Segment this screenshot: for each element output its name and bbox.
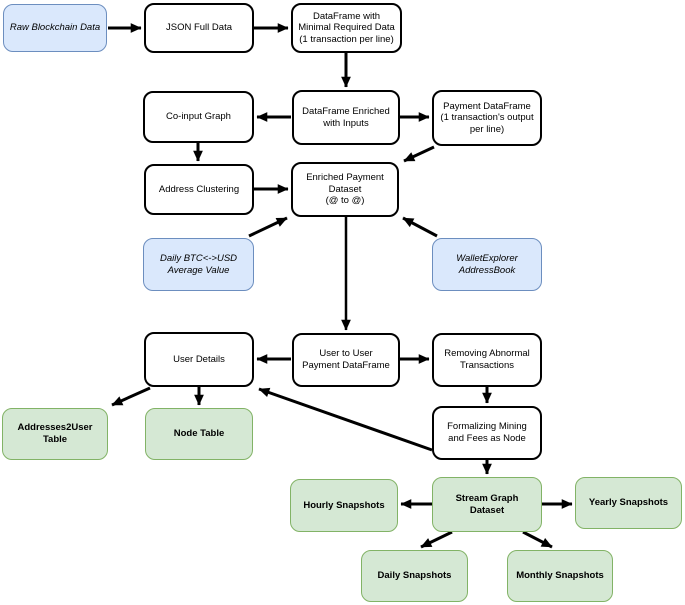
node-daily-snapshots: Daily Snapshots [361, 550, 468, 602]
dataframe-minimal-label: DataFrame with Minimal Required Data (1 … [298, 10, 395, 45]
node-payment-dataframe: Payment DataFrame (1 transaction's outpu… [432, 90, 542, 146]
daily-snapshots-label: Daily Snapshots [377, 570, 452, 582]
edge-daily-btc-to-enriched-dataset [248, 216, 288, 238]
node-addresses2user-table: Addresses2User Table [2, 408, 108, 460]
dataframe-enriched-label: DataFrame Enriched with Inputs [302, 105, 390, 129]
node-address-clustering: Address Clustering [144, 164, 254, 215]
node-user-details: User Details [144, 332, 254, 387]
walletexplorer-addressbook-label: WalletExplorer AddressBook [456, 252, 518, 276]
address-clustering-label: Address Clustering [158, 183, 240, 195]
node-walletexplorer-addressbook: WalletExplorer AddressBook [432, 238, 542, 291]
payment-dataframe-label: Payment DataFrame (1 transaction's outpu… [440, 100, 534, 135]
node-table-label: Node Table [173, 428, 225, 440]
node-user-to-user-payment-dataframe: User to User Payment DataFrame [292, 333, 400, 387]
node-daily-btc-usd: Daily BTC<->USD Average Value [143, 238, 254, 291]
edge-formalizing-to-user-details [258, 387, 433, 452]
node-formalizing-mining-fees: Formalizing Mining and Fees as Node [432, 406, 542, 460]
node-hourly-snapshots: Hourly Snapshots [290, 479, 398, 532]
monthly-snapshots-label: Monthly Snapshots [516, 570, 604, 582]
node-enriched-payment-dataset: Enriched Payment Dataset (@ to @) [291, 162, 399, 217]
node-json-full-data: JSON Full Data [144, 3, 254, 53]
removing-abnormal-transactions-label: Removing Abnormal Transactions [444, 348, 530, 371]
hourly-snapshots-label: Hourly Snapshots [303, 499, 385, 511]
edge-stream-to-daily [420, 530, 453, 549]
node-removing-abnormal-transactions: Removing Abnormal Transactions [432, 333, 542, 387]
node-stream-graph-dataset: Stream Graph Dataset [432, 477, 542, 532]
edge-payment-to-enriched-dataset [403, 145, 435, 163]
node-raw-blockchain-data: Raw Blockchain Data [3, 4, 107, 52]
daily-btc-usd-label: Daily BTC<->USD Average Value [159, 252, 238, 276]
enriched-payment-dataset-label: Enriched Payment Dataset (@ to @) [306, 172, 384, 207]
node-monthly-snapshots: Monthly Snapshots [507, 550, 613, 602]
node-node-table: Node Table [145, 408, 253, 460]
edge-user-details-to-addresses2user [111, 386, 151, 407]
edge-walletexplorer-to-enriched-dataset [402, 216, 438, 238]
stream-graph-dataset-label: Stream Graph Dataset [455, 492, 519, 516]
co-input-graph-label: Co-input Graph [166, 111, 231, 123]
user-details-label: User Details [173, 353, 225, 365]
node-co-input-graph: Co-input Graph [143, 91, 254, 143]
edge-stream-to-monthly [522, 530, 553, 549]
raw-blockchain-data-label: Raw Blockchain Data [9, 22, 101, 34]
yearly-snapshots-label: Yearly Snapshots [588, 497, 669, 509]
user-to-user-payment-dataframe-label: User to User Payment DataFrame [302, 348, 390, 371]
formalizing-mining-fees-label: Formalizing Mining and Fees as Node [447, 421, 527, 444]
addresses2user-table-label: Addresses2User Table [17, 422, 93, 445]
node-dataframe-minimal: DataFrame with Minimal Required Data (1 … [291, 3, 402, 53]
node-dataframe-enriched: DataFrame Enriched with Inputs [292, 90, 400, 145]
json-full-data-label: JSON Full Data [166, 22, 232, 34]
node-yearly-snapshots: Yearly Snapshots [575, 477, 682, 529]
